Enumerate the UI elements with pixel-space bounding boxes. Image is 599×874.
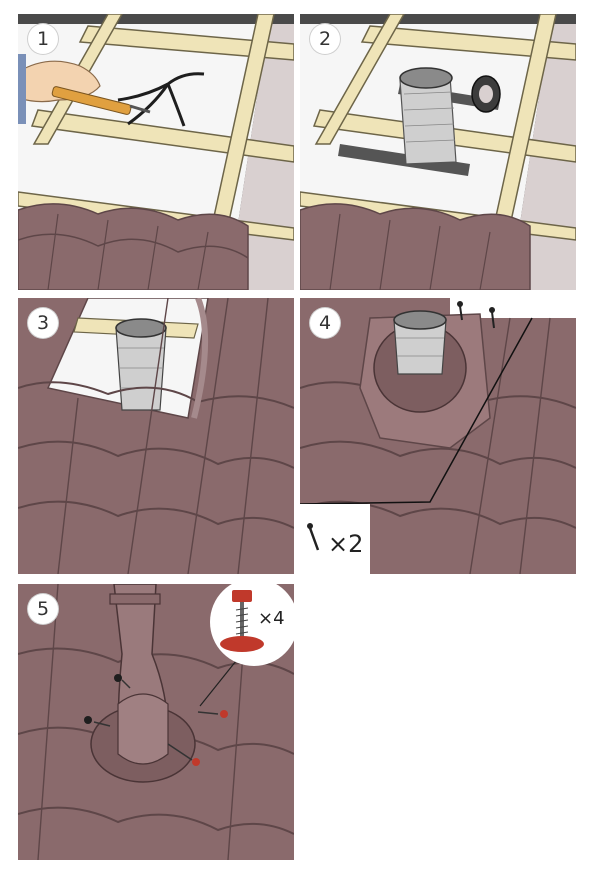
step-4-screw-count: ×2 xyxy=(328,530,363,558)
step-1-number: 1 xyxy=(28,24,58,54)
step-3-panel: 3 xyxy=(18,298,294,574)
step-1-illustration xyxy=(18,14,294,290)
step-3-number: 3 xyxy=(28,308,58,338)
step-2-illustration xyxy=(300,14,576,290)
step-2-number: 2 xyxy=(310,24,340,54)
step-1-panel: 1 xyxy=(18,14,294,290)
step-5-illustration: ×4 xyxy=(18,584,294,860)
step-5-number: 5 xyxy=(28,594,58,624)
step-4-illustration: ×2 xyxy=(300,298,576,574)
step-5-panel: ×4 5 xyxy=(18,584,294,860)
step-4-number: 4 xyxy=(310,308,340,338)
step-2-panel: 2 xyxy=(300,14,576,290)
step-5-screw-count: ×4 xyxy=(258,608,285,629)
step-4-panel: ×2 4 xyxy=(300,298,576,574)
step-3-illustration xyxy=(18,298,294,574)
